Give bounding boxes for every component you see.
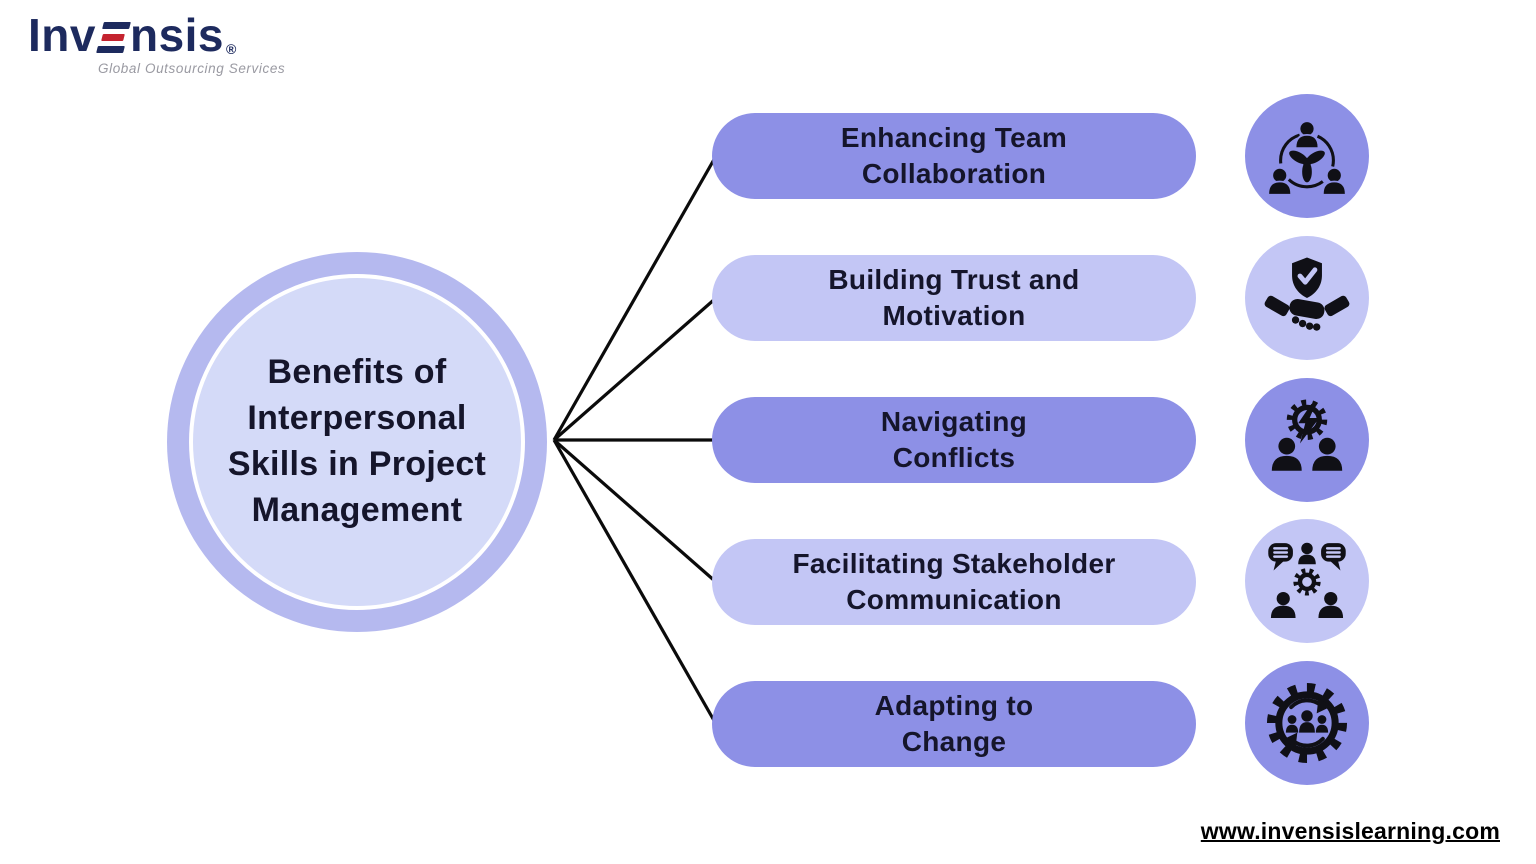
logo-text-right: nsis xyxy=(129,9,225,61)
conflict-people-icon xyxy=(1245,378,1369,502)
pill-label-line: Navigating xyxy=(880,405,1028,437)
pill-label-line: Motivation xyxy=(882,300,1026,331)
central-circle: Benefits of Interpersonal Skills in Proj… xyxy=(167,252,547,632)
change-gear-icon xyxy=(1245,661,1369,785)
pill-label-line: Communication xyxy=(846,584,1062,615)
registered-mark: ® xyxy=(226,41,237,57)
central-title-line: Skills in Project xyxy=(227,445,487,483)
logo-e-glyph xyxy=(96,21,131,53)
logo-wordmark: Inv nsis ® xyxy=(28,12,285,58)
pill-label-line: Change xyxy=(901,726,1007,757)
brand-logo: Inv nsis ® Global Outsourcing Services xyxy=(28,12,285,76)
team-collaboration-icon xyxy=(1245,94,1369,218)
pill-label-line: Enhancing Team xyxy=(840,121,1068,153)
logo-tagline: Global Outsourcing Services xyxy=(98,61,286,76)
pill-label-line: Adapting to xyxy=(874,689,1034,721)
benefit-pill-building-trust-and-motivation: Building Trust and Motivation xyxy=(712,255,1196,341)
trust-handshake-icon xyxy=(1245,236,1369,360)
pill-label-line: Building Trust and xyxy=(828,263,1080,295)
pill-label-line: Facilitating Stakeholder xyxy=(792,547,1116,579)
benefit-pill-enhancing-team-collaboration: Enhancing Team Collaboration xyxy=(712,113,1196,199)
pill-label-line: Conflicts xyxy=(892,442,1016,473)
benefit-pill-navigating-conflicts: Navigating Conflicts xyxy=(712,397,1196,483)
central-title: Benefits of Interpersonal Skills in Proj… xyxy=(228,350,486,534)
website-link[interactable]: www.invensislearning.com xyxy=(1200,818,1500,844)
central-title-line: Benefits of xyxy=(267,353,447,392)
benefit-pill-adapting-to-change: Adapting to Change xyxy=(712,681,1196,767)
benefit-pill-facilitating-stakeholder-communication: Facilitating Stakeholder Communication xyxy=(712,539,1196,625)
pill-label-line: Collaboration xyxy=(861,158,1047,189)
central-title-line: Interpersonal xyxy=(247,399,467,438)
central-circle-inner: Benefits of Interpersonal Skills in Proj… xyxy=(189,274,525,610)
central-title-line: Management xyxy=(251,490,463,529)
stakeholder-communication-icon xyxy=(1245,519,1369,643)
logo-text-left: Inv xyxy=(28,9,96,61)
